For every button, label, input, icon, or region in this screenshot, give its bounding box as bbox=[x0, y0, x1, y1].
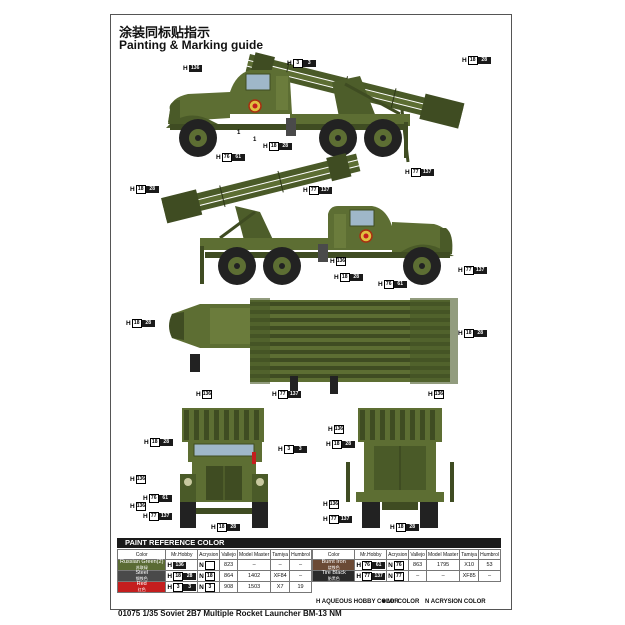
page-title: Painting & Marking guide bbox=[119, 38, 264, 52]
col-model-master: Model Master bbox=[236, 549, 272, 560]
col-acrysion: Acrysion bbox=[386, 549, 410, 560]
legend-aqueous: H AQUEOUS HOBBY COLOR bbox=[316, 599, 399, 605]
kit-caption: 01075 1/35 Soviet 2B7 Multiple Rocket La… bbox=[118, 609, 342, 618]
paint-table-left: Color Mr.Hobby Acrysion Vallejo Model Ma… bbox=[116, 549, 312, 593]
col-tamiya: Tamiya bbox=[270, 549, 291, 560]
side-view-left bbox=[166, 52, 465, 163]
col-acrysion: Acrysion bbox=[197, 549, 221, 560]
legend-mr-color: ■ Mr. COLOR bbox=[382, 599, 420, 605]
legend-acrysion: N ACRYSION COLOR bbox=[425, 599, 486, 605]
callout-1: 1 bbox=[237, 130, 241, 136]
col-humbrol: Humbrol bbox=[289, 549, 312, 560]
front-view bbox=[180, 408, 268, 528]
vehicle-drawings bbox=[161, 52, 465, 528]
page-title-chinese: 涂装同标贴指示 bbox=[119, 26, 211, 41]
col-color: Color bbox=[311, 549, 356, 560]
side-view-right bbox=[161, 153, 454, 285]
col-humbrol: Humbrol bbox=[478, 549, 501, 560]
callout-1: 1 bbox=[253, 137, 257, 143]
col-vallejo: Vallejo bbox=[219, 549, 238, 560]
col-color: Color bbox=[116, 549, 167, 560]
col-model-master: Model Master bbox=[425, 549, 461, 560]
table-header-row: Color Mr.Hobby Acrysion Vallejo Model Ma… bbox=[116, 549, 312, 560]
top-view bbox=[169, 298, 458, 394]
paint-table-right: Color Mr.Hobby Acrysion Vallejo Model Ma… bbox=[311, 549, 501, 582]
col-vallejo: Vallejo bbox=[408, 549, 427, 560]
col-mr-hobby: Mr.Hobby bbox=[354, 549, 388, 560]
col-tamiya: Tamiya bbox=[459, 549, 480, 560]
paint-reference-title: PAINT REFERENCE COLOR bbox=[117, 538, 501, 548]
table-header-row: Color Mr.Hobby Acrysion Vallejo Model Ma… bbox=[311, 549, 501, 560]
color-swatch: Russian Green(2)苏联绿 bbox=[116, 559, 167, 571]
col-mr-hobby: Mr.Hobby bbox=[165, 549, 199, 560]
rear-view bbox=[346, 408, 454, 528]
